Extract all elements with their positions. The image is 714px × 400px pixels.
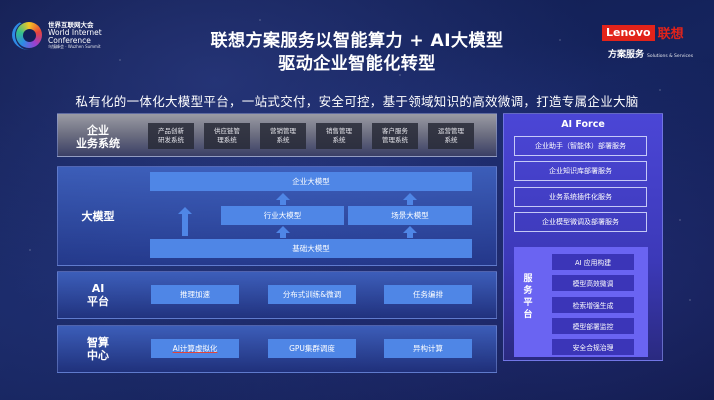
biz-system-rnd: 产品创新研发系统 xyxy=(148,123,194,149)
ai-force-title: AI Force xyxy=(561,119,605,130)
ai-force-item: 企业助手（智能体）部署服务 xyxy=(514,136,647,156)
lenovo-brand-en: Lenovo xyxy=(602,24,655,41)
biz-system-sales: 销售管理系统 xyxy=(316,123,362,149)
layer-business-systems: 企业 业务系统 产品创新研发系统 供应链管理系统 营销管理系统 销售管理系统 客… xyxy=(57,113,497,157)
foundation-model-bar: 基础大模型 xyxy=(150,239,472,258)
layer-label: 大模型 xyxy=(81,210,115,223)
service-item: 安全合规治理 xyxy=(552,339,634,355)
arrow-up-icon xyxy=(403,193,417,205)
arrow-up-icon xyxy=(276,193,290,205)
service-item: 模型高效微调 xyxy=(552,275,634,291)
biz-system-marketing: 营销管理系统 xyxy=(260,123,306,149)
wic-name-en-2: Conference xyxy=(48,35,91,45)
page-title-line-2: 驱动企业智能化转型 xyxy=(278,54,436,74)
distributed-training-box: 分布式训练&微调 xyxy=(268,285,356,304)
ai-force-item: 业务系统插件化服务 xyxy=(514,187,647,207)
lenovo-sub-cn: 方案服务 xyxy=(608,50,645,60)
layer-large-models: 大模型 企业大模型 行业大模型 场景大模型 基础大模型 xyxy=(57,166,497,266)
arrow-up-icon xyxy=(276,226,290,238)
lenovo-logo: Lenovo 联想 方案服务 Solutions & Services xyxy=(602,23,693,60)
inference-acceleration-box: 推理加速 xyxy=(151,285,239,304)
lenovo-sub-en: Solutions & Services xyxy=(647,54,694,59)
ai-compute-virtualization-box: AI计算虚拟化 xyxy=(151,339,239,358)
task-orchestration-box: 任务编排 xyxy=(384,285,472,304)
lenovo-brand-cn: 联想 xyxy=(657,27,684,42)
page-subtitle: 私有化的一体化大模型平台，一站式交付，安全可控，基于领域知识的高效微调，打造专属… xyxy=(75,94,639,109)
wic-ring-icon xyxy=(12,20,42,51)
biz-system-customer-service: 客户服务管理系统 xyxy=(372,123,418,149)
arrow-up-icon xyxy=(403,226,417,238)
enterprise-model-bar: 企业大模型 xyxy=(150,172,472,191)
ai-force-panel: AI Force 企业助手（智能体）部署服务 企业知识库部署服务 业务系统插件化… xyxy=(503,113,663,361)
layer-label: AI 平台 xyxy=(87,282,109,308)
biz-system-supply-chain: 供应链管理系统 xyxy=(204,123,250,149)
arrow-up-icon xyxy=(178,207,192,236)
page-title-line-1: 联想方案服务以智能算力 + AI大模型 xyxy=(210,31,504,51)
ai-force-item: 企业模型微调及部署服务 xyxy=(514,212,647,232)
scenario-model-bar: 场景大模型 xyxy=(348,206,472,225)
ai-force-item: 企业知识库部署服务 xyxy=(514,161,647,181)
service-platform-box: 服 务 平 台 AI 应用构建 模型高效微调 检索增强生成 模型部署监控 安全合… xyxy=(514,247,648,357)
service-item: 检索增强生成 xyxy=(552,297,634,313)
service-item: 模型部署监控 xyxy=(552,318,634,334)
layer-label: 智算 中心 xyxy=(87,336,109,362)
service-item: AI 应用构建 xyxy=(552,254,634,270)
heterogeneous-computing-box: 异构计算 xyxy=(384,339,472,358)
industry-model-bar: 行业大模型 xyxy=(221,206,344,225)
layer-ai-platform: AI 平台 推理加速 分布式训练&微调 任务编排 xyxy=(57,271,497,319)
wic-sub: 乌镇峰会 · Wuzhen Summit xyxy=(48,43,101,49)
biz-system-operations: 运营管理系统 xyxy=(428,123,474,149)
wic-name-en-1: World Internet xyxy=(48,27,102,37)
wic-logo: 世界互联网大会 World Internet Conference 乌镇峰会 ·… xyxy=(12,20,102,51)
service-platform-label: 服 务 平 台 xyxy=(523,274,533,320)
layer-label: 企业 业务系统 xyxy=(76,124,120,150)
layer-compute-center: 智算 中心 AI计算虚拟化 GPU集群调度 异构计算 xyxy=(57,325,497,373)
gpu-cluster-scheduling-box: GPU集群调度 xyxy=(268,339,356,358)
wic-name-cn: 世界互联网大会 xyxy=(48,21,94,29)
